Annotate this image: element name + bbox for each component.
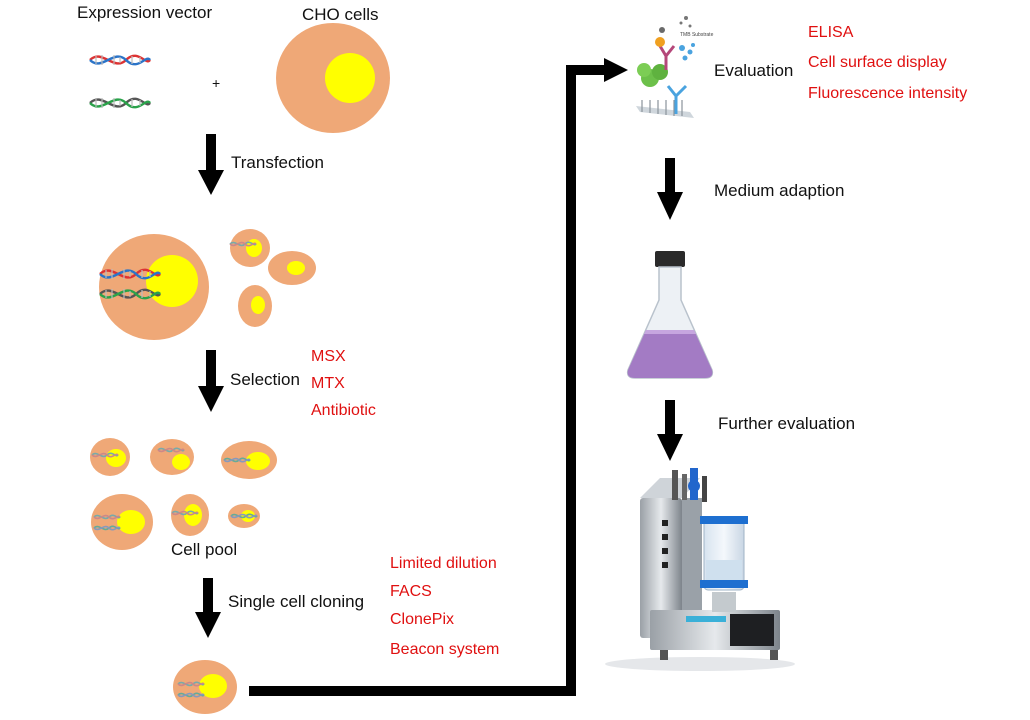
medium-adaption-arrow [657, 158, 683, 220]
selection-arrow [198, 350, 224, 412]
expression-vector-icon [88, 53, 152, 110]
connector-arrow [249, 58, 628, 696]
cloning-arrow [195, 578, 221, 638]
evaluation-label: Evaluation [714, 61, 794, 80]
single-clone-cell [173, 660, 237, 714]
evaluation-method: Cell surface display [808, 54, 947, 71]
cloning-method: Beacon system [390, 641, 500, 658]
single-cell-cloning-label: Single cell cloning [228, 592, 365, 611]
selection-method: MTX [311, 375, 345, 392]
flask-icon [626, 251, 714, 379]
expression-vector-label: Expression vector [77, 3, 213, 22]
selection-label: Selection [230, 370, 300, 389]
evaluation-method: Fluorescence intensity [808, 85, 968, 102]
further-evaluation-arrow [657, 400, 683, 461]
medium-adaption-label: Medium adaption [714, 181, 845, 200]
cho-cells-label: CHO cells [302, 5, 379, 24]
further-evaluation-label: Further evaluation [718, 414, 856, 433]
transfection-arrow [198, 134, 224, 195]
cloning-method: ClonePix [390, 611, 455, 628]
transfection-label: Transfection [231, 153, 324, 172]
cho-cell-icon [276, 23, 390, 133]
transfected-cells [98, 229, 316, 340]
bioreactor-icon [605, 468, 795, 671]
plus-sign: + [212, 75, 221, 91]
selection-method: MSX [311, 348, 346, 365]
cloning-method: Limited dilution [390, 555, 497, 572]
evaluation-method: ELISA [808, 24, 854, 41]
elisa-illustration-icon [636, 16, 695, 118]
cloning-method: FACS [390, 583, 432, 600]
selection-method: Antibiotic [311, 402, 376, 419]
cell-pool-label: Cell pool [171, 540, 238, 559]
tmb-substrate-label: TMB Substrate [680, 32, 714, 38]
cell-pool-cells [90, 438, 277, 550]
